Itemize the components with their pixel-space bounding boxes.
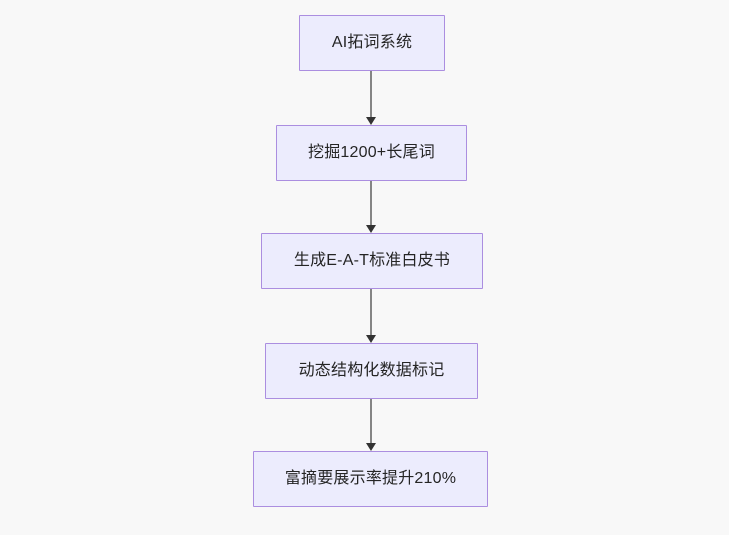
edge-line bbox=[370, 399, 372, 444]
flowchart-edge-4 bbox=[365, 399, 377, 451]
flowchart-edge-1 bbox=[365, 71, 377, 125]
flowchart-node-4-label: 动态结构化数据标记 bbox=[298, 362, 445, 379]
edge-line bbox=[370, 289, 372, 336]
flowchart-node-5-label: 富摘要展示率提升210% bbox=[284, 470, 457, 487]
flowchart-node-1-label: AI拓词系统 bbox=[331, 34, 413, 51]
flowchart-node-2-label: 挖掘1200+长尾词 bbox=[308, 144, 435, 161]
flowchart-node-3-label: 生成E-A-T标准白皮书 bbox=[293, 252, 451, 269]
flowchart-node-4[interactable]: 动态结构化数据标记 bbox=[265, 343, 478, 399]
flowchart-node-2[interactable]: 挖掘1200+长尾词 bbox=[276, 125, 467, 181]
flowchart-node-5[interactable]: 富摘要展示率提升210% bbox=[253, 451, 488, 507]
flowchart-edge-3 bbox=[365, 289, 377, 343]
arrow-down-icon bbox=[366, 443, 376, 451]
flowchart-node-1[interactable]: AI拓词系统 bbox=[299, 15, 445, 71]
arrow-down-icon bbox=[366, 117, 376, 125]
flowchart-edge-2 bbox=[365, 181, 377, 233]
edge-line bbox=[370, 71, 372, 118]
edge-line bbox=[370, 181, 372, 226]
flowchart-node-3[interactable]: 生成E-A-T标准白皮书 bbox=[261, 233, 483, 289]
arrow-down-icon bbox=[366, 225, 376, 233]
arrow-down-icon bbox=[366, 335, 376, 343]
